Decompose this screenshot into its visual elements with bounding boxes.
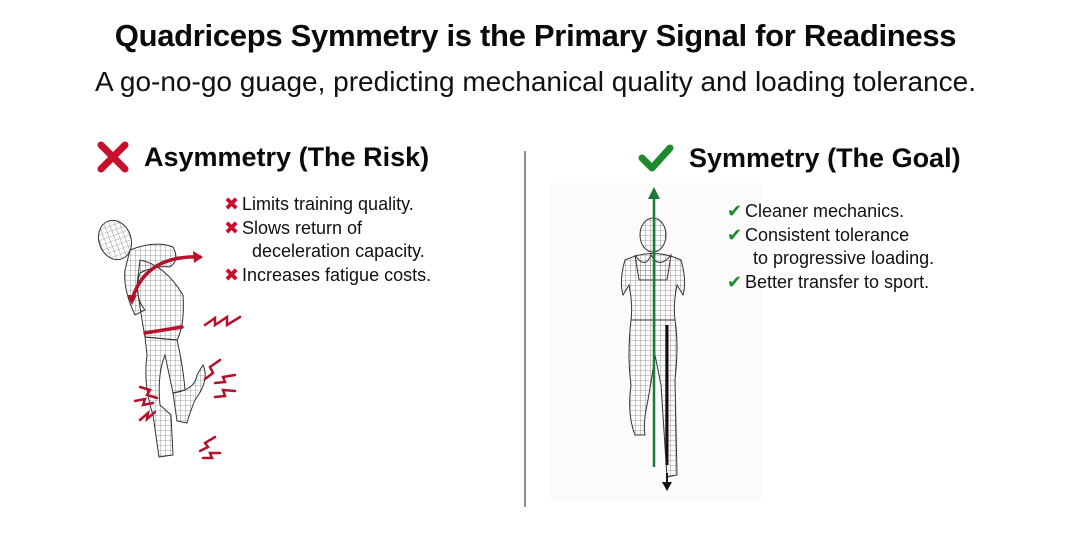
list-item: ✔ Consistent tolerance (727, 224, 934, 248)
red-x-bullet-icon: ✖ (224, 217, 240, 238)
list-item: ✖ Slows return of (224, 217, 431, 241)
symmetry-heading-text: Symmetry (The Goal) (689, 142, 961, 173)
symmetry-heading: Symmetry (The Goal) (637, 142, 961, 174)
green-check-bullet-icon: ✔ (727, 271, 743, 292)
green-check-bullet-icon: ✔ (727, 224, 743, 245)
green-check-icon (637, 142, 675, 174)
red-x-bullet-icon: ✖ (224, 264, 240, 285)
red-x-bullet-icon: ✖ (224, 194, 240, 214)
list-item: ✔ Better transfer to sport. (727, 271, 934, 295)
asymmetry-heading-text: Asymmetry (The Risk) (144, 141, 430, 172)
page-subtitle: A go-no-go guage, predicting mechanical … (94, 66, 977, 97)
symmetry-bullet-list: ✔ Cleaner mechanics. ✔ Consistent tolera… (727, 200, 934, 294)
center-divider (524, 151, 526, 507)
symmetric-runner-figure (605, 185, 705, 500)
list-item: ✖ Limits training quality. (224, 193, 431, 217)
list-item: ✖ Increases fatigue costs. (224, 264, 431, 288)
green-check-bullet-icon: ✔ (727, 201, 743, 221)
asymmetric-runner-figure (85, 215, 255, 470)
list-item-continuation: deceleration capacity. (252, 241, 425, 261)
page-title: Quadriceps Symmetry is the Primary Signa… (114, 18, 957, 53)
asymmetry-heading: Asymmetry (The Risk) (96, 140, 429, 174)
asymmetry-bullet-list: ✖ Limits training quality. ✖ Slows retur… (224, 193, 431, 287)
red-x-icon (96, 140, 130, 174)
list-item-continuation: to progressive loading. (753, 248, 935, 268)
list-item: ✔ Cleaner mechanics. (727, 200, 934, 224)
